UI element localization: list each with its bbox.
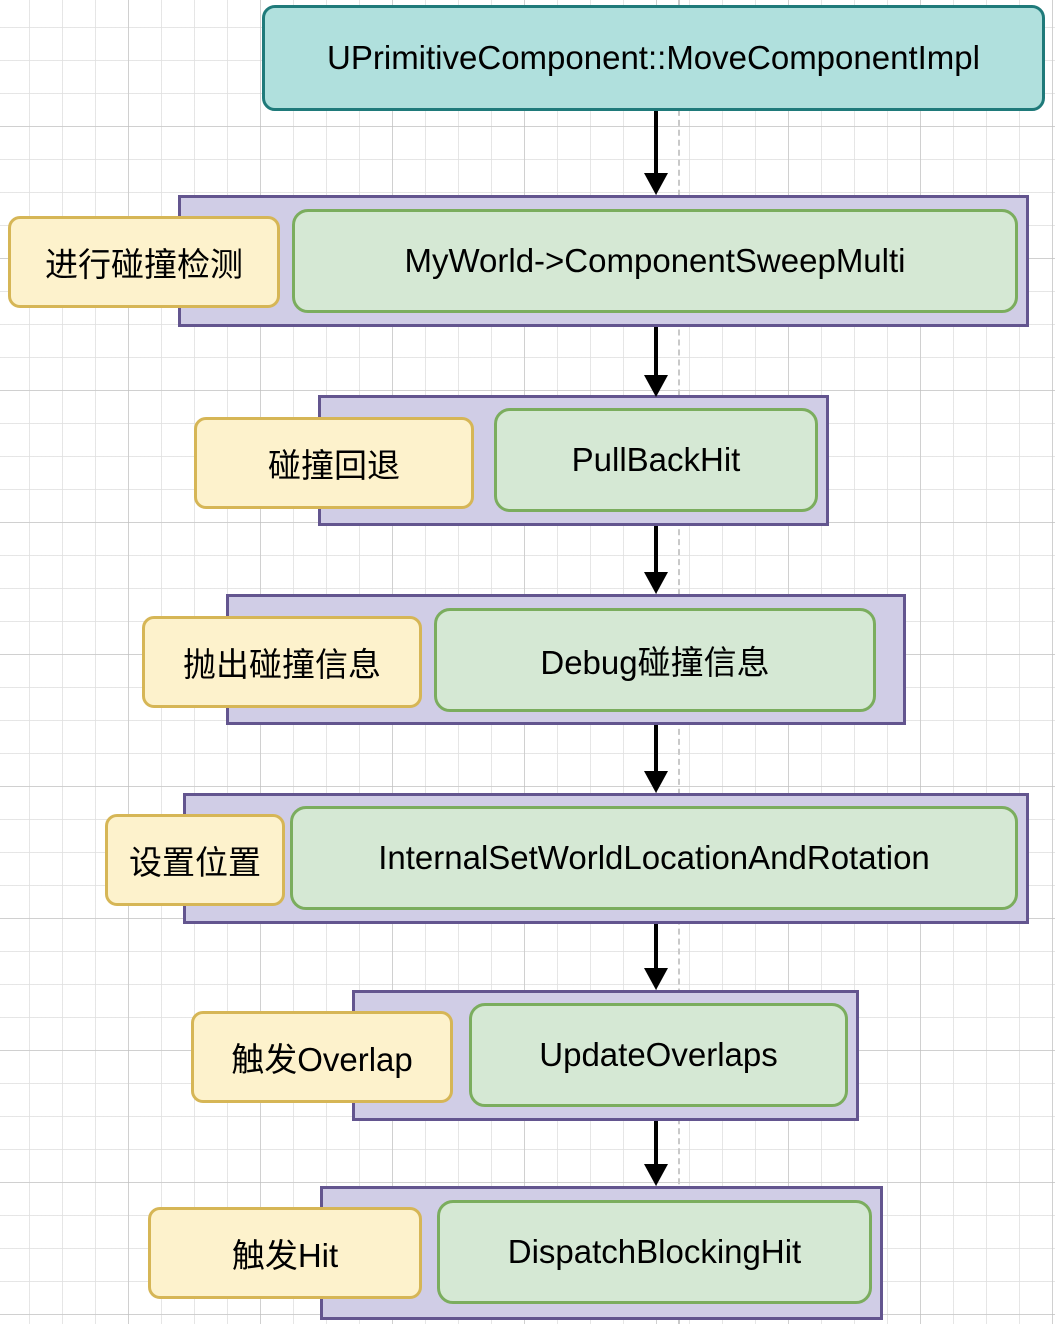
- arrow-head-icon: [644, 375, 668, 397]
- arrow-connector: [644, 526, 668, 594]
- arrow-head-icon: [644, 968, 668, 990]
- note-throw-collision-info[interactable]: 抛出碰撞信息: [142, 616, 422, 708]
- arrow-shaft: [654, 327, 658, 375]
- node-component-sweep-multi[interactable]: MyWorld->ComponentSweepMulti: [292, 209, 1018, 313]
- arrow-connector: [644, 111, 668, 195]
- arrow-shaft: [654, 526, 658, 572]
- note-collision-pullback[interactable]: 碰撞回退: [194, 417, 474, 509]
- note-set-position[interactable]: 设置位置: [105, 814, 285, 906]
- node-internal-set-world-location-and-rotation[interactable]: InternalSetWorldLocationAndRotation: [290, 806, 1018, 910]
- arrow-shaft: [654, 924, 658, 968]
- arrow-head-icon: [644, 572, 668, 594]
- arrow-shaft: [654, 1121, 658, 1164]
- node-update-overlaps[interactable]: UpdateOverlaps: [469, 1003, 848, 1107]
- node-pull-back-hit[interactable]: PullBackHit: [494, 408, 818, 512]
- node-move-component-impl[interactable]: UPrimitiveComponent::MoveComponentImpl: [262, 5, 1045, 111]
- arrow-connector: [644, 725, 668, 793]
- arrow-shaft: [654, 111, 658, 173]
- arrow-shaft: [654, 725, 658, 771]
- arrow-head-icon: [644, 173, 668, 195]
- node-dispatch-blocking-hit[interactable]: DispatchBlockingHit: [437, 1200, 872, 1304]
- node-debug-collision-info[interactable]: Debug碰撞信息: [434, 608, 876, 712]
- arrow-head-icon: [644, 1164, 668, 1186]
- arrow-connector: [644, 327, 668, 397]
- arrow-connector: [644, 1121, 668, 1186]
- note-trigger-overlap[interactable]: 触发Overlap: [191, 1011, 453, 1103]
- arrow-head-icon: [644, 771, 668, 793]
- arrow-connector: [644, 924, 668, 990]
- note-collision-detection[interactable]: 进行碰撞检测: [8, 216, 280, 308]
- note-trigger-hit[interactable]: 触发Hit: [148, 1207, 422, 1299]
